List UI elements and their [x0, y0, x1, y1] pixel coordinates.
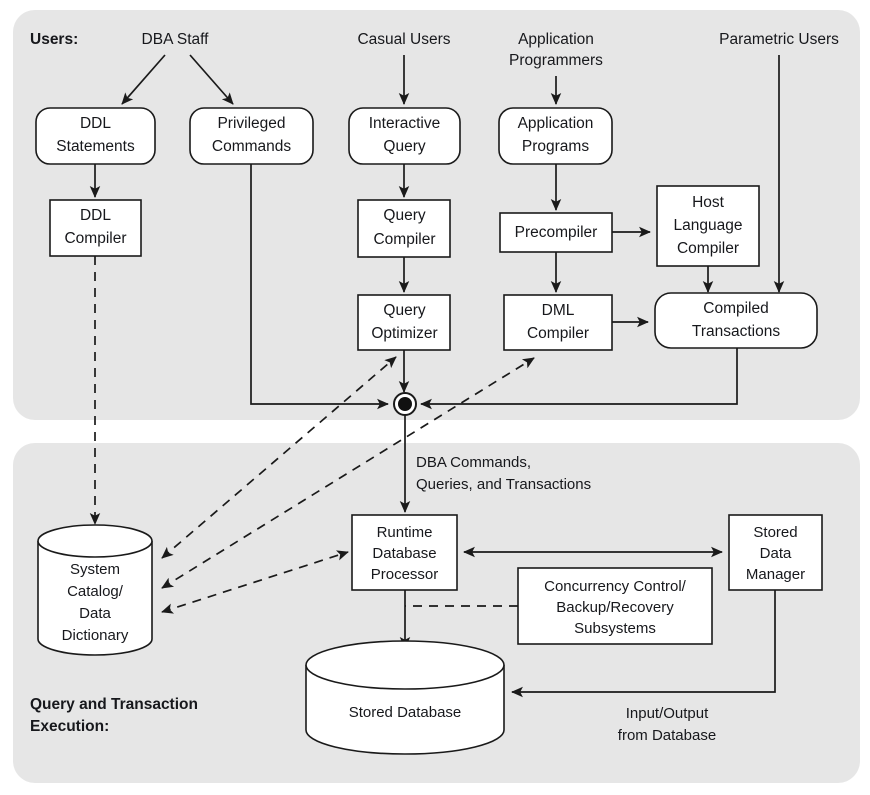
edge-dba-staff-to-ddl-statements: [121, 54, 166, 105]
node-ddl-compiler[interactable]: [49, 199, 142, 257]
node-runtime-database-processor-line1: Runtime: [377, 524, 433, 541]
node-host-language-compiler[interactable]: [656, 185, 760, 267]
edge-dba-staff-to-privileged-commands: [189, 54, 234, 105]
node-query-compiler-line1: Query: [383, 207, 425, 224]
node-runtime-database-processor[interactable]: [351, 514, 458, 591]
node-host-language-compiler-line3: Compiler: [677, 240, 739, 257]
execution-panel-label-line2: Execution:: [30, 718, 109, 735]
actor-application-programmers-label-line1: Application: [518, 31, 594, 48]
node-system-catalog-line4: Dictionary: [62, 627, 129, 644]
edge-label-input-output-line1: Input/Output: [626, 705, 709, 722]
junction-node: [398, 397, 412, 411]
edge-system-catalog-runtime-database-processor: [161, 550, 349, 614]
edge-stored-data-manager-to-stored-database: [511, 590, 776, 698]
node-dml-compiler-line1: DML: [542, 302, 575, 319]
node-host-language-compiler-line2: Language: [674, 217, 743, 234]
actor-application-programmers-label-line2: Programmers: [509, 52, 603, 69]
node-concurrency-control-line3: Subsystems: [574, 620, 656, 637]
edge-label-dba-commands-line1: DBA Commands,: [416, 454, 531, 471]
edge-system-catalog-dml-compiler: [161, 357, 535, 589]
node-dml-compiler[interactable]: [503, 294, 613, 351]
node-stored-database-line1: Stored Database: [349, 704, 462, 721]
node-ddl-compiler-line2: Compiler: [64, 230, 126, 247]
node-system-catalog-line2: Catalog/: [67, 583, 124, 600]
node-stored-database[interactable]: [305, 640, 505, 755]
node-interactive-query-line1: Interactive: [369, 115, 441, 132]
node-runtime-database-processor-line2: Database: [372, 545, 436, 562]
node-stored-data-manager-line3: Manager: [746, 566, 805, 583]
node-privileged-commands-line1: Privileged: [217, 115, 285, 132]
node-application-programs-line2: Programs: [522, 138, 589, 155]
execution-panel-label-line1: Query and Transaction: [30, 696, 198, 713]
node-stored-data-manager-line2: Data: [760, 545, 792, 562]
node-stored-data-manager[interactable]: [728, 514, 823, 591]
node-stored-data-manager-line1: Stored: [753, 524, 797, 541]
node-host-language-compiler-line1: Host: [692, 194, 725, 211]
edge-label-input-output-line2: from Database: [618, 727, 716, 744]
node-query-optimizer[interactable]: [357, 294, 451, 351]
node-compiled-transactions-line1: Compiled: [703, 300, 768, 317]
node-query-optimizer-line1: Query: [383, 302, 425, 319]
node-ddl-statements-line1: DDL: [80, 115, 111, 132]
node-dml-compiler-line2: Compiler: [527, 325, 589, 342]
node-concurrency-control-line1: Concurrency Control/: [544, 578, 687, 595]
actor-parametric-users-label: Parametric Users: [719, 31, 839, 48]
node-ddl-compiler-line1: DDL: [80, 207, 111, 224]
actor-dba-staff-label: DBA Staff: [142, 31, 210, 48]
node-system-catalog-line1: System: [70, 561, 120, 578]
node-query-compiler-line2: Compiler: [373, 231, 435, 248]
actor-casual-users-label: Casual Users: [357, 31, 450, 48]
node-query-optimizer-line2: Optimizer: [371, 325, 437, 342]
node-system-catalog[interactable]: [37, 524, 153, 656]
edge-label-dba-commands-line2: Queries, and Transactions: [416, 476, 591, 493]
node-precompiler-line1: Precompiler: [515, 224, 598, 241]
node-compiled-transactions[interactable]: [654, 292, 818, 349]
node-concurrency-control-line2: Backup/Recovery: [556, 599, 674, 616]
node-privileged-commands-line2: Commands: [212, 138, 291, 155]
node-compiled-transactions-line2: Transactions: [692, 323, 780, 340]
node-query-compiler[interactable]: [357, 199, 451, 258]
node-system-catalog-line3: Data: [79, 605, 111, 622]
node-concurrency-control[interactable]: [517, 567, 713, 645]
users-panel-label: Users:: [30, 31, 78, 48]
node-interactive-query-line2: Query: [383, 138, 425, 155]
node-ddl-statements-line2: Statements: [56, 138, 135, 155]
node-runtime-database-processor-line3: Processor: [371, 566, 439, 583]
node-application-programs-line1: Application: [518, 115, 594, 132]
